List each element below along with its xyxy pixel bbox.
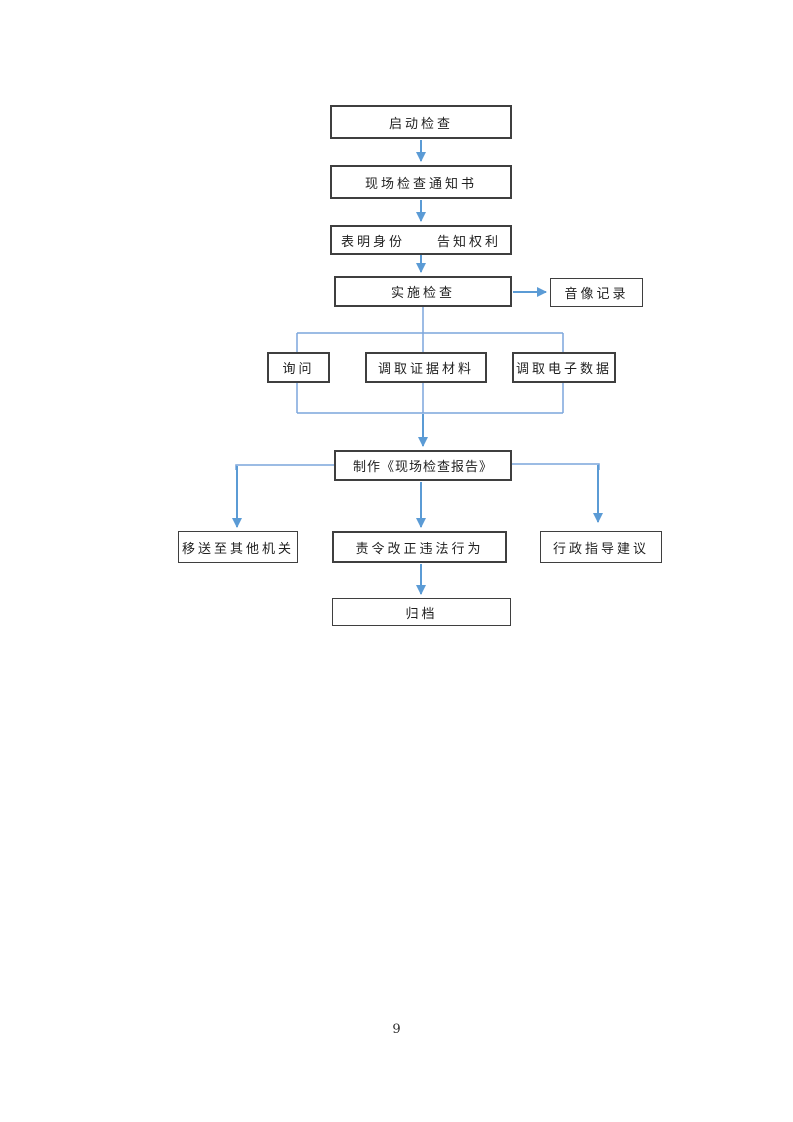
flow-node-identity-rights: 表明身份 告知权利 bbox=[330, 225, 512, 255]
flow-node-order-correction: 责令改正违法行为 bbox=[332, 531, 507, 563]
flow-node-archive: 归档 bbox=[332, 598, 511, 626]
flow-node-label: 行政指导建议 bbox=[552, 541, 649, 557]
flow-node-inquiry: 询问 bbox=[267, 352, 330, 383]
flow-node-implement-inspection: 实施检查 bbox=[334, 276, 512, 307]
flow-node-label: 调取电子数据 bbox=[515, 362, 612, 377]
flow-node-label-left: 表明身份 bbox=[341, 234, 406, 250]
flow-node-transfer-other-agency: 移送至其他机关 bbox=[178, 531, 298, 563]
arrow-connectors bbox=[232, 140, 603, 595]
flow-node-admin-guidance: 行政指导建议 bbox=[540, 531, 662, 563]
flow-node-retrieve-evidence: 调取证据材料 bbox=[365, 352, 487, 383]
flow-node-label: 责令改正违法行为 bbox=[355, 541, 484, 557]
page-number: 9 bbox=[392, 1022, 401, 1037]
flow-node-label: 归档 bbox=[405, 606, 438, 622]
flow-node-label: 音像记录 bbox=[564, 287, 629, 302]
flow-node-av-recording: 音像记录 bbox=[550, 278, 643, 307]
flow-node-label: 询问 bbox=[282, 362, 315, 377]
flow-node-inspection-notice: 现场检查通知书 bbox=[330, 165, 512, 199]
branch-loop-lines bbox=[235, 307, 600, 470]
flow-node-label: 移送至其他机关 bbox=[181, 541, 294, 557]
flow-node-retrieve-electronic-data: 调取电子数据 bbox=[512, 352, 616, 383]
flow-node-label-right: 告知权利 bbox=[436, 234, 501, 250]
flow-node-start-inspection: 启动检查 bbox=[330, 105, 512, 139]
flow-node-label: 启动检查 bbox=[388, 116, 453, 132]
flow-node-label: 现场检查通知书 bbox=[364, 176, 477, 192]
flow-node-label: 调取证据材料 bbox=[377, 362, 474, 377]
flow-node-make-report: 制作《现场检查报告》 bbox=[334, 450, 512, 481]
flow-node-label: 制作《现场检查报告》 bbox=[352, 460, 493, 475]
flow-node-label: 实施检查 bbox=[390, 286, 455, 301]
